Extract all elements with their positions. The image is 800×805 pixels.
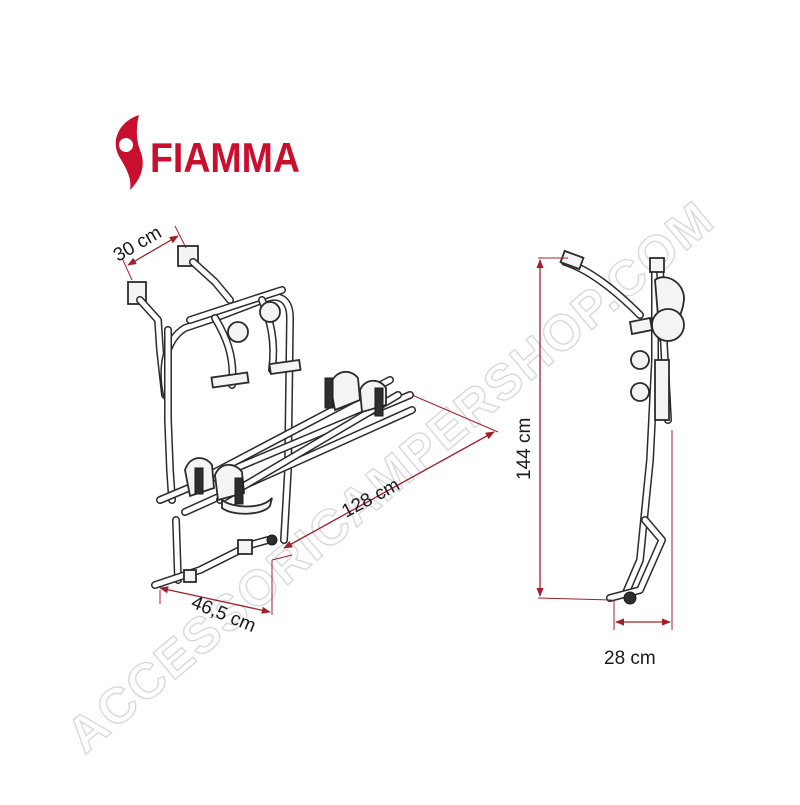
dimension-height: 144 cm [514, 257, 613, 601]
top-hook-right [177, 245, 234, 304]
brand-name: FIAMMA [150, 134, 300, 181]
flame-icon [115, 115, 143, 190]
wheel-holder-rear [184, 457, 245, 505]
bike-rack-side-view [559, 249, 685, 605]
bike-rack-front-view [127, 245, 416, 589]
fiamma-logo: FIAMMA [115, 115, 300, 190]
height-label: 144 cm [514, 418, 535, 480]
dimension-side-depth: 28 cm [604, 430, 673, 669]
side-depth-label: 28 cm [604, 648, 656, 669]
top-hook-left [127, 281, 169, 399]
dimension-width-top: 30 cm [110, 222, 187, 281]
wheel-holder-front [324, 370, 387, 417]
